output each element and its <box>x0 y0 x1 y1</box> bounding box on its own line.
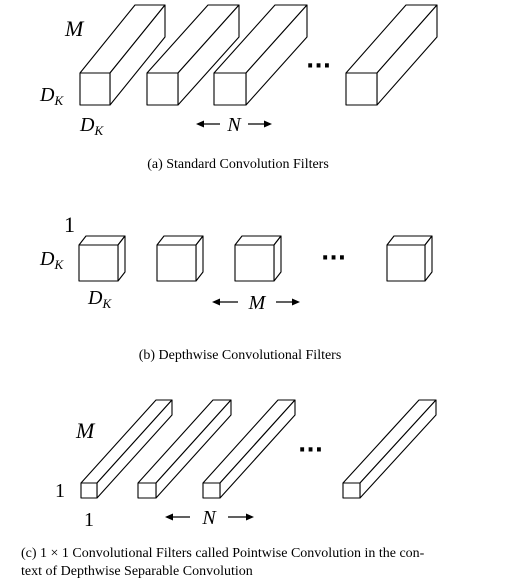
panel-c: M 1 1 ··· N (c) 1 × 1 Convolutional Filt… <box>21 399 437 579</box>
panel-a-filter-2 <box>146 4 240 106</box>
panel-a-filter-3 <box>213 4 308 106</box>
panel-c-count-label: N <box>201 507 217 529</box>
panel-c-depth-label: M <box>75 418 96 443</box>
panel-c-height-label: 1 <box>55 480 65 502</box>
panel-b-depth-label: 1 <box>64 212 75 237</box>
panel-c-filter-3 <box>202 399 296 499</box>
panel-c-filter-last <box>342 399 437 499</box>
panel-c-filter-2 <box>137 399 232 499</box>
panel-b-filter-1 <box>78 235 126 282</box>
panel-b-count-label: M <box>248 292 267 314</box>
panel-c-caption-line-1: (c) 1 × 1 Convolutional Filters called P… <box>21 546 425 561</box>
panel-c-count-arrow <box>165 513 254 521</box>
panel-a-filter-1 <box>79 4 166 106</box>
panel-a-count-arrow <box>196 120 272 128</box>
panel-c-width-label: 1 <box>84 509 94 531</box>
panel-b-width-label: DK <box>87 287 112 311</box>
panel-b-height-label: DK <box>39 248 64 272</box>
panel-c-ellipsis: ··· <box>298 438 323 463</box>
panel-a-count-label: N <box>226 114 242 136</box>
panel-a-ellipsis: ··· <box>306 54 331 79</box>
panel-a-filter-last <box>345 4 438 106</box>
panel-c-caption-line-2: text of Depthwise Separable Convolution <box>21 564 253 579</box>
panel-a-width-label: DK <box>79 114 104 138</box>
panel-b-filter-last <box>386 235 433 282</box>
panel-b-filter-2 <box>156 235 204 282</box>
panel-b-filter-3 <box>234 235 282 282</box>
panel-b: 1 DK DK ··· M (b) Depthwise Convolutiona… <box>39 212 433 363</box>
panel-c-filter-1 <box>80 399 173 499</box>
panel-b-ellipsis: ··· <box>321 246 346 271</box>
panel-a: M DK DK ··· N (a) Standard Convolution F… <box>39 4 438 172</box>
panel-a-height-label: DK <box>39 84 64 108</box>
panel-b-caption: (b) Depthwise Convolutional Filters <box>139 348 342 363</box>
panel-b-count-arrow <box>212 298 300 306</box>
panel-a-caption: (a) Standard Convolution Filters <box>147 157 329 172</box>
panel-a-depth-label: M <box>64 16 85 41</box>
